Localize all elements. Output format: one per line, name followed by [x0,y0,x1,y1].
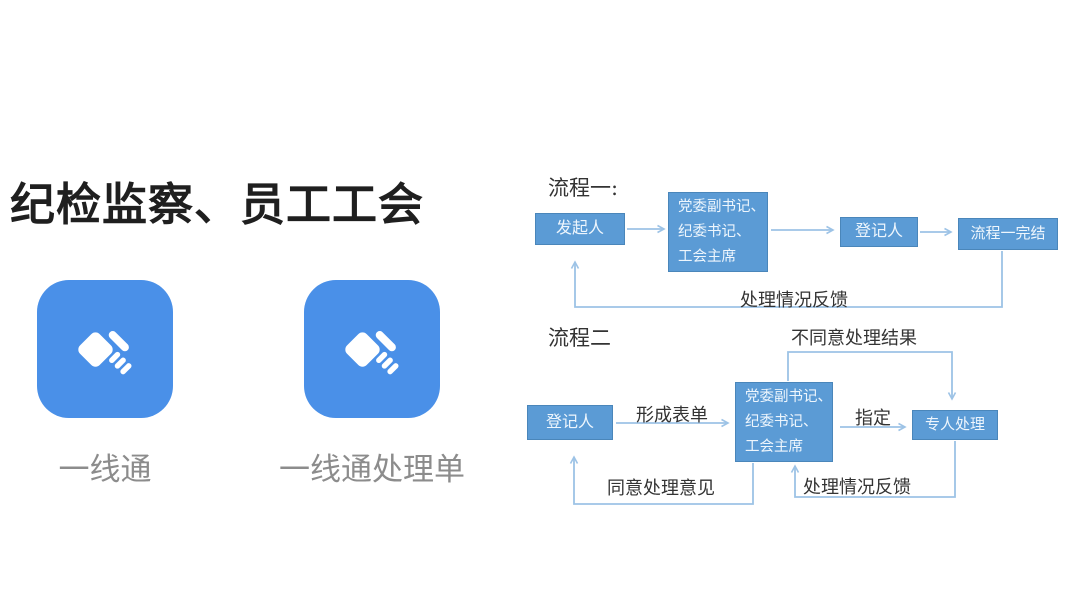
flow2-node-registrar: 登记人 [527,405,613,440]
flow2-edge-label-agree: 同意处理意见 [607,478,715,499]
flow1-edge-label-feedback: 处理情况反馈 [740,290,848,311]
page-title: 纪检监察、员工工会 [10,179,425,230]
flow2-title: 流程二 [548,326,611,350]
app-label: 一线通处理单 [279,452,465,487]
app-tile-yixiantong[interactable]: 一线通 [10,280,200,489]
handshake-icon [304,280,440,418]
flow2-node-leaders: 党委副书记、 纪委书记、 工会主席 [735,382,833,462]
app-tile-yixiantong-chulidan[interactable]: 一线通处理单 [277,280,467,489]
flow2-edge-label-assign: 指定 [855,408,891,429]
flow2-edge-label-disagree: 不同意处理结果 [791,328,917,349]
flow1-node-registrar: 登记人 [840,217,918,247]
flow1-node-leaders: 党委副书记、 纪委书记、 工会主席 [668,192,768,272]
flow2-edge-label-form: 形成表单 [636,405,708,426]
flow1-node-initiator: 发起人 [535,213,625,245]
flow2-edge-label-feedback: 处理情况反馈 [803,477,911,498]
flow1-node-complete: 流程一完结 [958,218,1058,250]
app-label: 一线通 [58,452,152,487]
flow2-node-specialist: 专人处理 [912,410,998,440]
handshake-icon [37,280,173,418]
flow1-title: 流程一: [548,176,619,200]
